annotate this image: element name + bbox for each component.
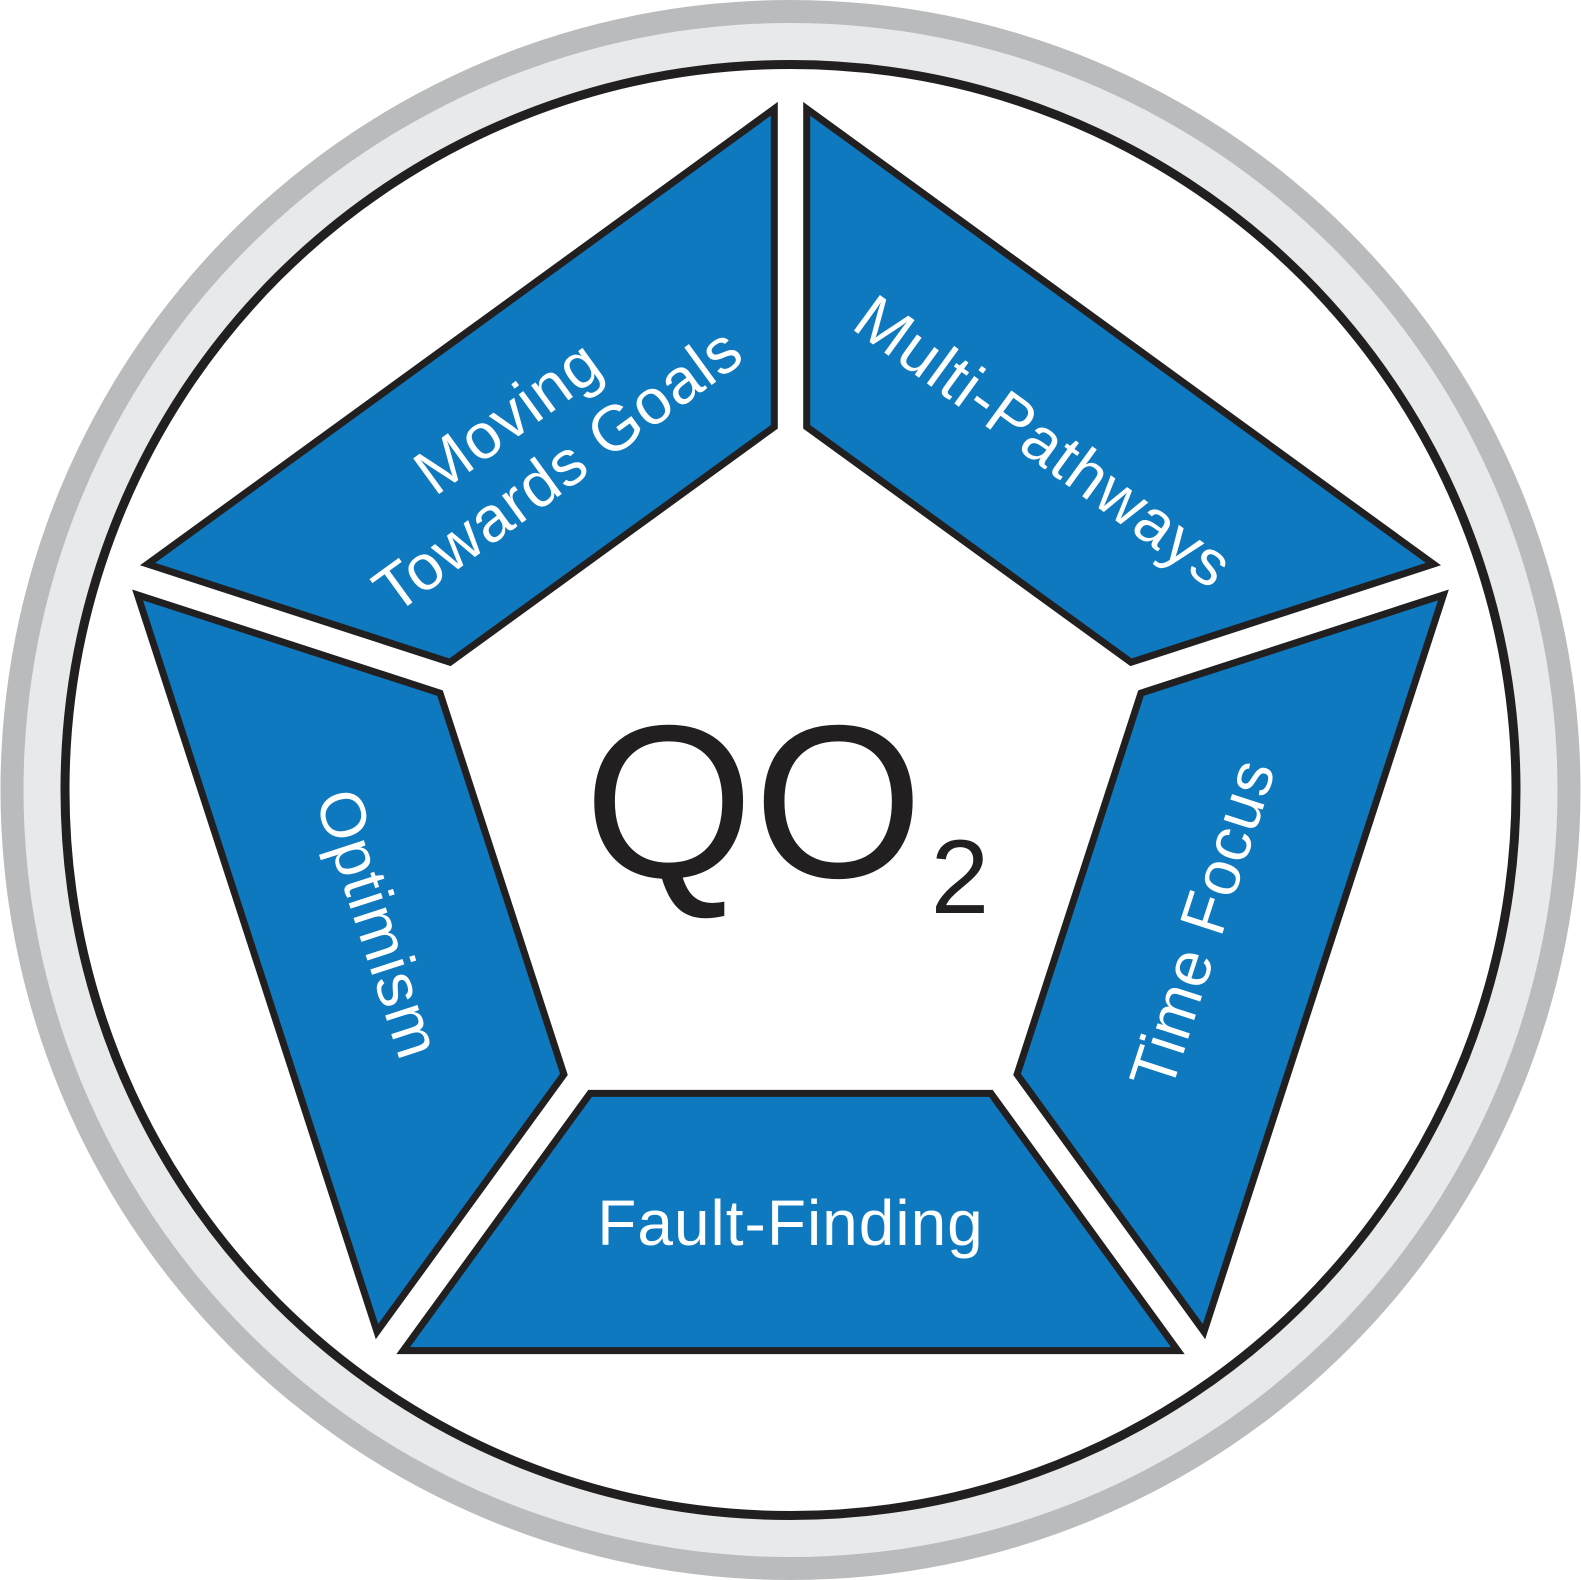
segment-optimism <box>132 589 568 1340</box>
segment-time-focus <box>1013 589 1449 1340</box>
center-logo-subscript: 2 <box>931 819 989 936</box>
center-logo-text: QO <box>584 681 923 924</box>
segments-group: Moving Towards Goals Multi-Pathways Time… <box>132 101 1449 1355</box>
center-logo: QO 2 <box>584 681 989 936</box>
segment-moving-towards-goals <box>139 101 778 667</box>
segment-fault-finding <box>396 1089 1185 1355</box>
segment-multi-pathways <box>803 101 1442 667</box>
segment-label-fault-finding: Fault-Finding <box>597 1187 984 1259</box>
